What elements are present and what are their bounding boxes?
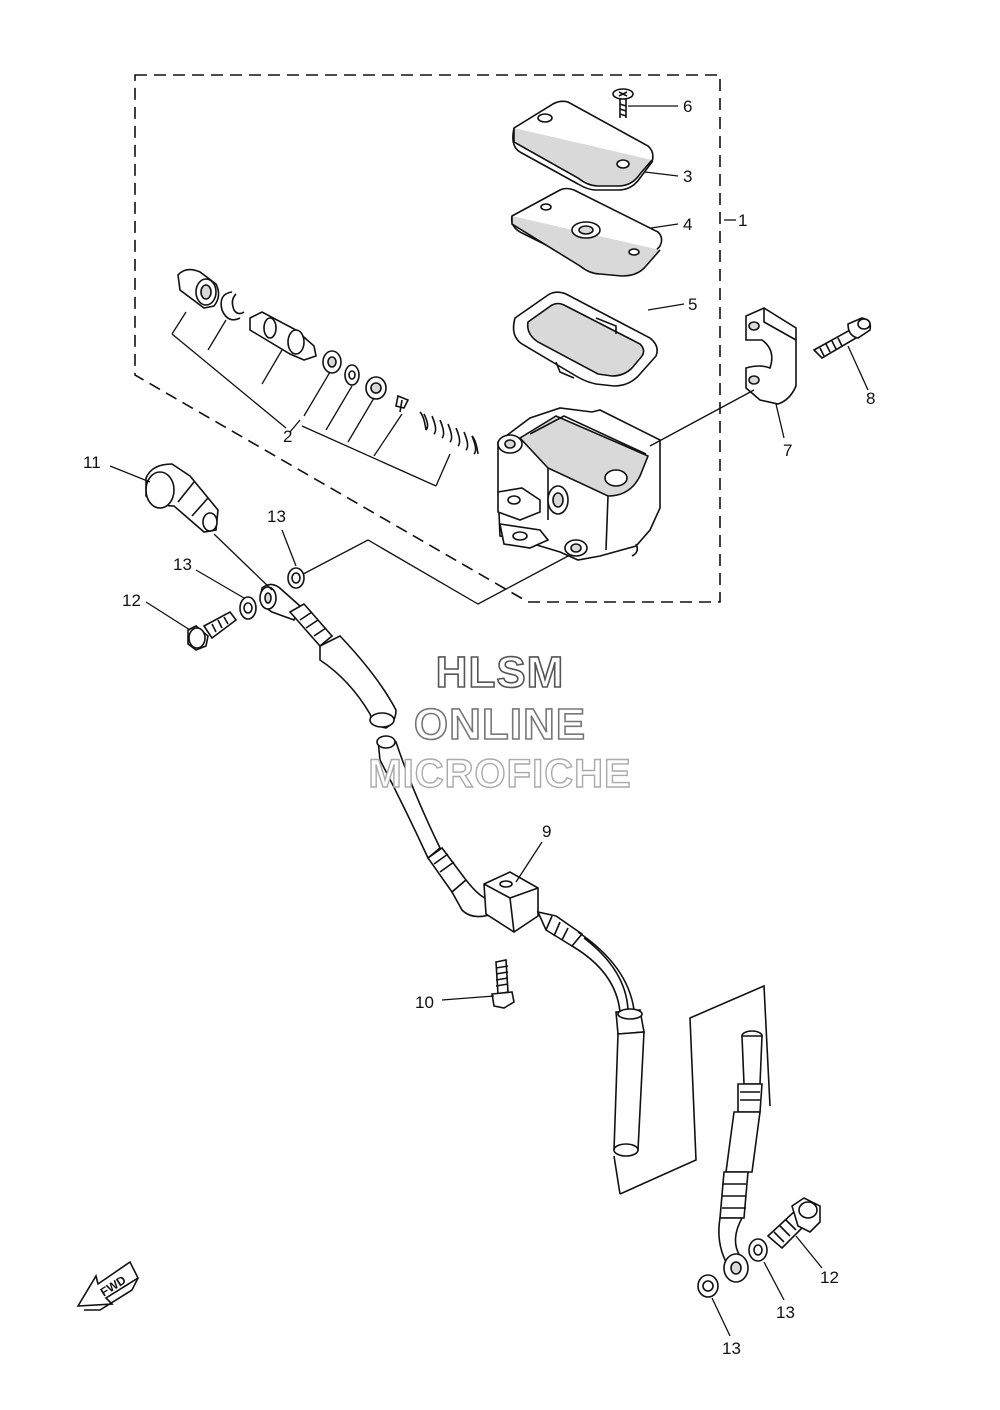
- callout-1: 1: [738, 211, 747, 230]
- piston-kit: [171, 268, 479, 487]
- watermark-line-2: ONLINE: [413, 699, 587, 750]
- washer-upper-2: [287, 567, 305, 589]
- washer-lower-2: [697, 1274, 719, 1298]
- master-cylinder-body: [497, 407, 661, 561]
- callout-3: 3: [683, 167, 692, 186]
- union-bolt-lower: [766, 1197, 821, 1250]
- callout-12-lower: 12: [820, 1268, 839, 1287]
- callout-4: 4: [683, 215, 692, 234]
- switch-boot: [145, 463, 219, 533]
- callout-8: 8: [866, 389, 875, 408]
- callout-9: 9: [542, 822, 551, 841]
- washer-upper-1: [239, 596, 257, 620]
- assembly-boundary: [134, 74, 721, 603]
- union-bolt-upper: [187, 610, 238, 651]
- diaphragm: [512, 291, 658, 387]
- callout-12-upper: 12: [122, 591, 141, 610]
- callout-13-lower-left: 13: [722, 1339, 741, 1358]
- callout-11: 11: [83, 453, 101, 472]
- callout-10: 10: [415, 993, 434, 1012]
- callout-2: 2: [283, 427, 292, 446]
- callout-13-upper-left: 13: [173, 555, 192, 574]
- joint-bolt: [491, 959, 515, 1009]
- assembly-link-line: [287, 539, 571, 605]
- watermark-line-1: HLSM: [435, 647, 565, 698]
- cap-screw: [612, 88, 634, 118]
- clutch-hose-middle: [536, 910, 645, 1157]
- watermark-line-3: MICROFICHE: [368, 751, 632, 796]
- forward-arrow-icon: FWD: [76, 1260, 140, 1311]
- hose-break-symbol: [613, 984, 771, 1195]
- callout-13-lower-right: 13: [776, 1303, 795, 1322]
- callout-5: 5: [688, 295, 697, 314]
- callout-7: 7: [783, 441, 792, 460]
- clutch-hose-lower: [718, 1030, 763, 1283]
- leader-lines: [109, 105, 869, 1337]
- holder-bolt: [812, 317, 872, 360]
- reservoir-cap: [512, 100, 654, 191]
- callout-6: 6: [683, 97, 692, 116]
- diaphragm-plate: [510, 187, 663, 277]
- callout-13-upper-right: 13: [267, 507, 286, 526]
- hose-joint: [483, 871, 539, 933]
- washer-lower-1: [748, 1238, 768, 1262]
- handlebar-holder: [745, 307, 797, 405]
